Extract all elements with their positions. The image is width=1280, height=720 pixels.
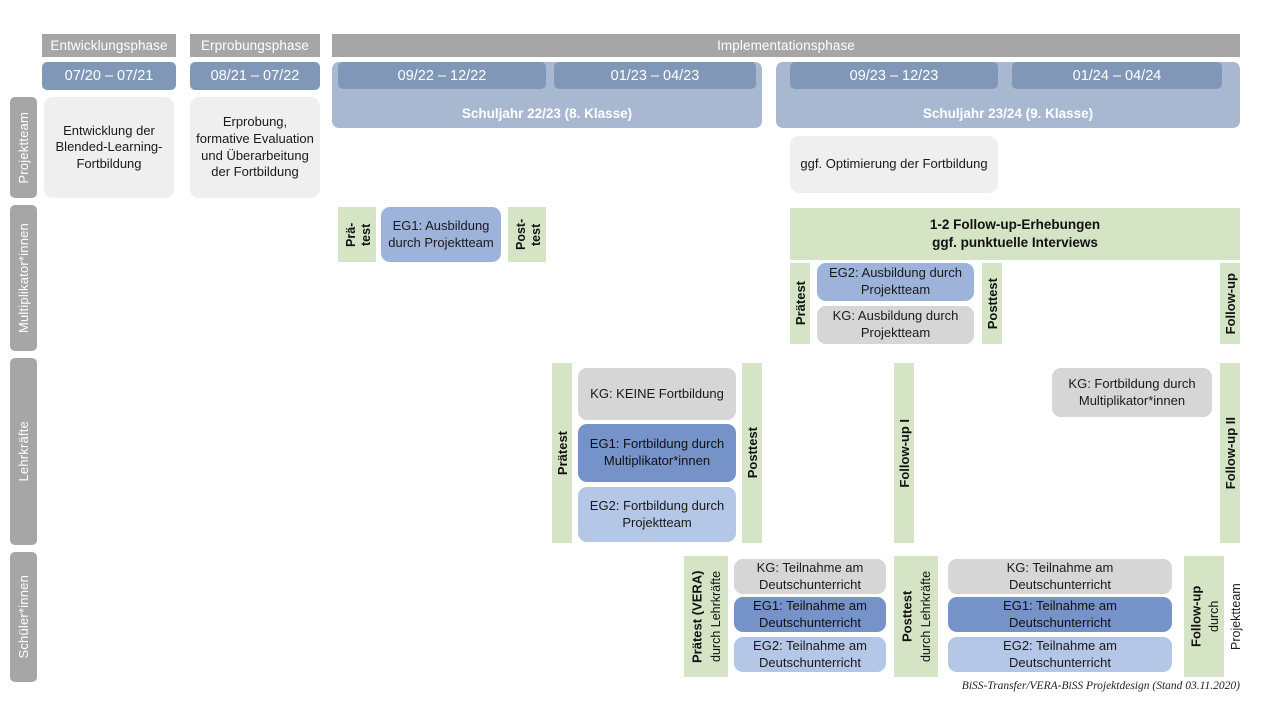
followup-sublabel-projektteam: Projektteam (1229, 583, 1243, 650)
card-label: KG: Teilnahme am Deutschunterricht (756, 559, 864, 592)
role-text: Schüler*innen (16, 575, 31, 659)
strip-label: Posttest (984, 277, 1000, 330)
praetest-vera-sublabel: durch Lehrkräfte (709, 570, 723, 663)
card-label: EG2: Ausbildung durch Projektteam (829, 265, 962, 297)
period-label: 08/21 – 07/22 (210, 68, 300, 84)
period-label: 09/23 – 12/23 (849, 67, 939, 84)
followup-sublabel: durch (1207, 600, 1221, 633)
praetest-line1: Prä- (344, 222, 358, 247)
strip-followup2-lehrkraefte: Follow-up II (1220, 363, 1240, 543)
card-kg-teilnahme-deutschunterricht-1: KG: Teilnahme am Deutschunterricht (734, 559, 886, 594)
band-line1: 1-2 Follow-up-Erhebungen (929, 216, 1101, 232)
strip-label: Follow-up I (896, 418, 912, 488)
card-label: EG1: Teilnahme am Deutschunterricht (753, 597, 867, 630)
strip-followup-multiplikatoren: Follow-up (1220, 263, 1240, 344)
card-eg2-ausbildung-projektteam: EG2: Ausbildung durch Projektteam (817, 263, 974, 301)
card-entwicklung-fortbildung: Entwicklung der Blended-Learning-Fortbil… (44, 97, 174, 198)
strip-label: Posttest (744, 427, 760, 479)
card-eg1-teilnahme-deutschunterricht-1: EG1: Teilnahme am Deutschunterricht (734, 597, 886, 632)
role-text: Multiplikator*innen (16, 222, 31, 334)
card-erprobung-evaluation: Erprobung, formative Evaluation und Über… (190, 97, 320, 198)
band-line2: ggf. punktuelle Interviews (932, 235, 1098, 250)
card-kg-teilnahme-deutschunterricht-2: KG: Teilnahme am Deutschunterricht (948, 559, 1172, 594)
posttest-line1: Post- (514, 218, 528, 251)
card-label: EG2: Fortbildung durch Projektteam (589, 497, 725, 530)
card-label: KG: Fortbildung durch Multiplikator*inne… (1068, 375, 1196, 408)
strip-posttest-multiplikatoren-2: Posttest (982, 263, 1002, 344)
school-year-label: Schuljahr 22/23 (8. Klasse) (461, 106, 633, 121)
card-eg1-ausbildung-projektteam: EG1: Ausbildung durch Projektteam (381, 207, 501, 262)
card-label: Entwicklung der Blended-Learning-Fortbil… (55, 122, 163, 171)
card-label: KG: KEINE Fortbildung (590, 385, 724, 401)
card-label: Erprobung, formative Evaluation und Über… (196, 114, 314, 180)
strip-followup1-lehrkraefte: Follow-up I (894, 363, 914, 543)
period-chip-0821-0722[interactable]: 08/21 – 07/22 (190, 62, 320, 90)
strip-posttest-multiplikatoren: Post- test (508, 207, 546, 262)
strip-posttest-lehrkraefte: Posttest (742, 363, 762, 543)
role-text: Projektteam (16, 111, 31, 184)
period-chip-0124-0424[interactable]: 01/24 – 04/24 (1012, 62, 1222, 89)
period-chip-0123-0423[interactable]: 01/23 – 04/23 (554, 62, 756, 89)
strip-followup-schuelerinnen: Follow-up durch (1184, 556, 1224, 677)
posttest-label: Posttest (899, 590, 915, 643)
posttest-line2: test (529, 223, 543, 246)
card-label: KG: Teilnahme am Deutschunterricht (1006, 559, 1114, 592)
phase-header-label: Erprobungsphase (200, 37, 310, 53)
card-label: KG: Ausbildung durch Projektteam (832, 308, 959, 340)
card-eg2-fortbildung-projektteam: EG2: Fortbildung durch Projektteam (578, 487, 736, 542)
strip-praetest-lehrkraefte: Prätest (552, 363, 572, 543)
followup-label: Follow-up (1188, 585, 1204, 648)
strip-label: Follow-up II (1222, 416, 1238, 490)
phase-header-erprobungsphase: Erprobungsphase (190, 34, 320, 57)
strip-praetest-vera-schuelerinnen: Prätest (VERA) durch Lehrkräfte (684, 556, 728, 677)
role-label-lehrkraefte: Lehrkräfte (10, 358, 37, 545)
strip-praetest-multiplikatoren: Prä- test (338, 207, 376, 262)
phase-header-label: Entwicklungsphase (50, 37, 168, 53)
card-eg1-teilnahme-deutschunterricht-2: EG1: Teilnahme am Deutschunterricht (948, 597, 1172, 632)
phase-header-label: Implementationsphase (717, 37, 855, 53)
strip-label: Prätest (792, 281, 808, 326)
card-label: EG2: Teilnahme am Deutschunterricht (753, 637, 867, 670)
card-kg-keine-fortbildung: KG: KEINE Fortbildung (578, 368, 736, 420)
card-eg1-fortbildung-multiplikatoren: EG1: Fortbildung durch Multiplikator*inn… (578, 424, 736, 482)
band-followup-erhebungen: 1-2 Follow-up-Erhebungen ggf. punktuelle… (790, 208, 1240, 260)
period-chip-0923-1223[interactable]: 09/23 – 12/23 (790, 62, 998, 89)
card-label: EG1: Fortbildung durch Multiplikator*inn… (589, 436, 725, 468)
period-label: 07/20 – 07/21 (64, 68, 154, 84)
card-label: ggf. Optimierung der Fortbildung (800, 156, 988, 172)
card-eg2-teilnahme-deutschunterricht-1: EG2: Teilnahme am Deutschunterricht (734, 637, 886, 672)
footer-caption: BiSS-Transfer/VERA-BiSS Projektdesign (S… (961, 680, 1240, 692)
period-chip-0922-1222[interactable]: 09/22 – 12/22 (338, 62, 546, 89)
strip-praetest-multiplikatoren-2: Prätest (790, 263, 810, 344)
role-label-projektteam: Projektteam (10, 97, 37, 198)
period-label: 09/22 – 12/22 (397, 67, 487, 84)
period-label: 01/24 – 04/24 (1072, 67, 1162, 84)
phase-header-entwicklungsphase: Entwicklungsphase (42, 34, 176, 57)
strip-posttest-schuelerinnen: Posttest durch Lehrkräfte (894, 556, 938, 677)
card-optimierung-fortbildung: ggf. Optimierung der Fortbildung (790, 136, 998, 193)
period-chip-0720-0721[interactable]: 07/20 – 07/21 (42, 62, 176, 90)
card-label: EG2: Teilnahme am Deutschunterricht (1003, 637, 1117, 670)
card-label: EG1: Teilnahme am Deutschunterricht (1003, 597, 1117, 630)
role-label-schuelerinnen: Schüler*innen (10, 552, 37, 682)
praetest-vera-label: Prätest (VERA) (689, 570, 705, 663)
period-label: 01/23 – 04/23 (610, 67, 700, 84)
card-kg-ausbildung-projektteam: KG: Ausbildung durch Projektteam (817, 306, 974, 344)
card-kg-fortbildung-multiplikatoren: KG: Fortbildung durch Multiplikator*inne… (1052, 368, 1212, 417)
school-year-label: Schuljahr 23/24 (9. Klasse) (922, 106, 1094, 121)
strip-label: Prätest (554, 430, 570, 476)
card-eg2-teilnahme-deutschunterricht-2: EG2: Teilnahme am Deutschunterricht (948, 637, 1172, 672)
role-text: Lehrkräfte (16, 421, 31, 482)
strip-label: Follow-up (1222, 272, 1238, 335)
card-label: EG1: Ausbildung durch Projektteam (388, 217, 494, 250)
praetest-line2: test (359, 223, 373, 246)
phase-header-implementationsphase: Implementationsphase (332, 34, 1240, 57)
role-label-multiplikatorinnen: Multiplikator*innen (10, 205, 37, 351)
posttest-sublabel: durch Lehrkräfte (919, 570, 933, 663)
